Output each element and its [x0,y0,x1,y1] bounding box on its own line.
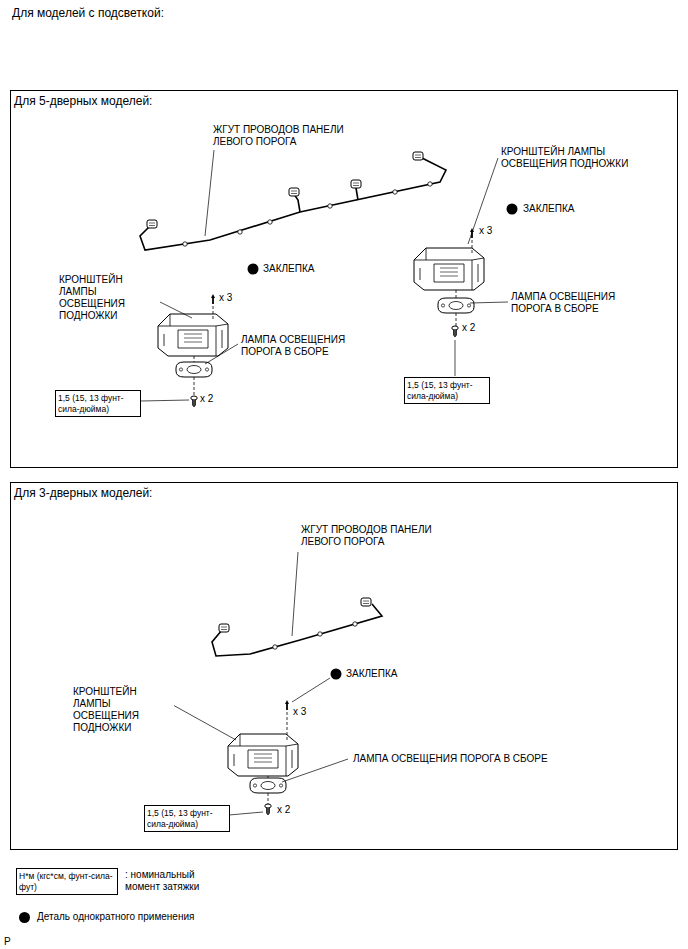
quantity-label: x 2 [199,393,214,405]
part-label: ЛАМПА ОСВЕЩЕНИЯ ПОРОГА В СБОРЕ [240,334,357,358]
legend-box: Н*м (кгс*см, фунт-сила-фут) [16,868,118,895]
box-text: Для 5-дверных моделей: [14,94,674,108]
box-text: 1,5 (15, 13 фунт-сила-дюйма) [147,808,227,829]
box-text: Для 3-дверных моделей: [14,486,674,500]
part-label: ЗАКЛЕПКА [262,263,315,275]
part-label: ЖГУТ ПРОВОДОВ ПАНЕЛИ ЛЕВОГО ПОРОГА [212,124,364,148]
wire-harness [140,158,446,250]
quantity-label: x 2 [276,804,291,816]
box-text: 1,5 (15, 13 фунт-сила-дюйма) [58,393,138,414]
quantity-label: x 2 [461,322,476,334]
part-label: ЖГУТ ПРОВОДОВ ПАНЕЛИ ЛЕВОГО ПОРОГА [300,524,452,548]
part-label: ЛАМПА ОСВЕЩЕНИЯ ПОРОГА В СБОРЕ [510,291,627,315]
torque-box: 1,5 (15, 13 фунт-сила-дюйма) [55,390,141,417]
part-label: КРОНШТЕЙН ЛАМПЫ ОСВЕЩЕНИЯ ПОДНОЖКИ [500,146,652,170]
legend-text: : номинальный момент затяжки [124,869,216,893]
quantity-label: P [3,936,12,948]
leader-lines [164,552,348,815]
part-label: ЗАКЛЕПКА [522,203,575,215]
wire-harness [212,604,382,656]
part-label: ЗАКЛЕПКА [345,668,398,680]
quantity-label: x 3 [218,292,233,304]
box-text: 1,5 (15, 13 фунт-сила-дюйма) [407,380,487,401]
legend-swatch [19,912,30,923]
box-text: Н*м (кгс*см, фунт-сила-фут) [19,871,115,892]
torque-box: 1,5 (15, 13 фунт-сила-дюйма) [404,377,490,404]
part-label: КРОНШТЕЙН ЛАМПЫ ОСВЕЩЕНИЯ ПОДНОЖКИ [72,686,174,734]
legend-text: Деталь однократного применения [36,911,195,923]
torque-box: 1,5 (15, 13 фунт-сила-дюйма) [144,805,230,832]
diagram-title: Для моделей с подсветкой: [12,6,164,20]
part-label: ЛАМПА ОСВЕЩЕНИЯ ПОРОГА В СБОРЕ [352,753,549,765]
part-label: КРОНШТЕЙН ЛАМПЫ ОСВЕЩЕНИЯ ПОДНОЖКИ [58,274,160,322]
quantity-label: x 3 [478,225,493,237]
quantity-label: x 3 [292,706,307,718]
leader-lines [141,150,508,401]
